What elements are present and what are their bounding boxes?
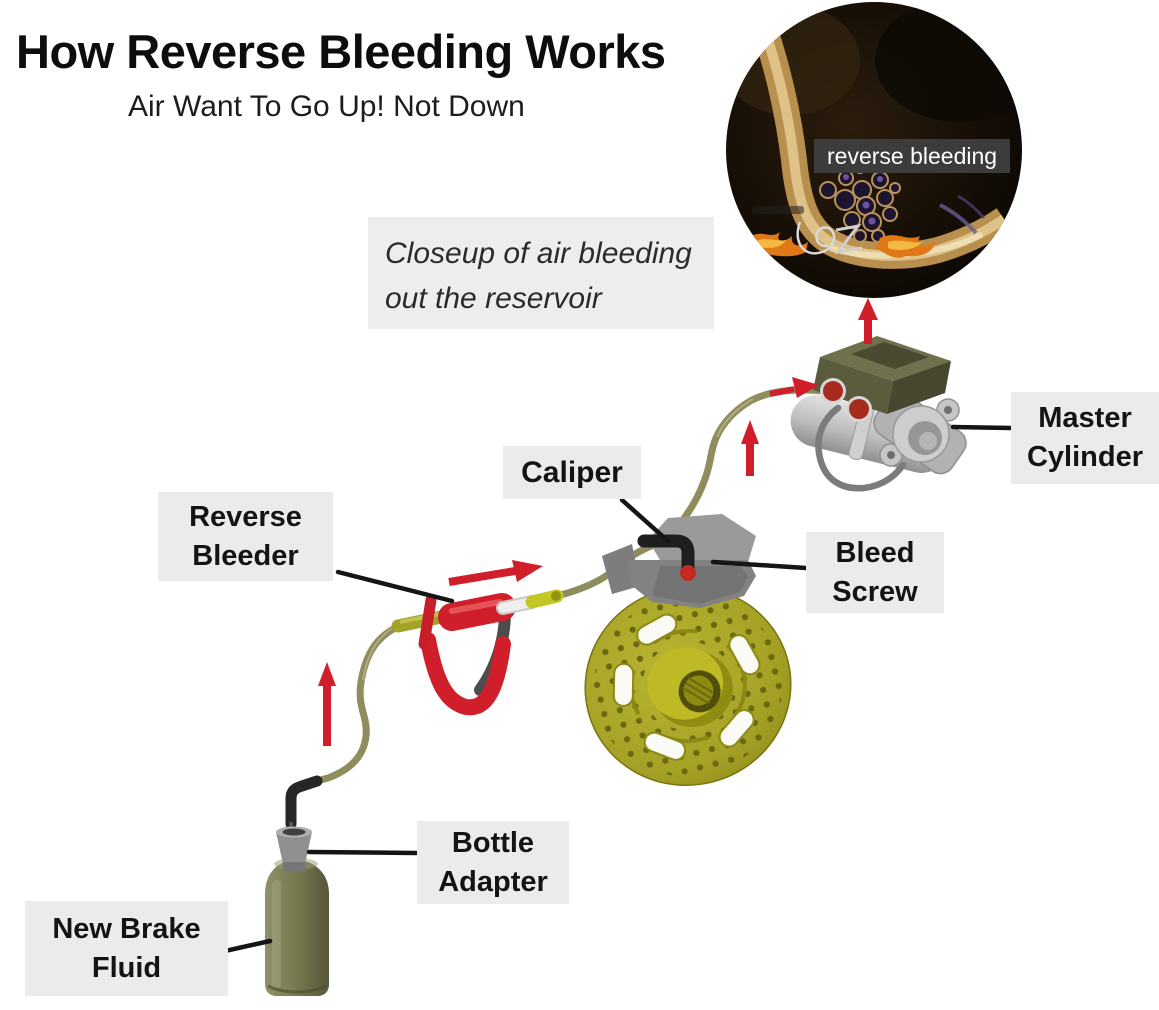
flow-arrows (318, 298, 878, 746)
label-caliper: Caliper (503, 446, 641, 499)
label-master-cylinder: Master Cylinder (1011, 392, 1159, 484)
banjo-fitting (637, 534, 695, 575)
flow-arrow-into-master-cylinder (769, 377, 819, 398)
hose-bleeder-to-bottle (285, 620, 406, 851)
label-bleed-screw: Bleed Screw (806, 532, 944, 613)
bleed-screw-illustration (680, 565, 696, 581)
caliper-illustration (602, 514, 756, 608)
flow-arrow-bleeder-output (448, 560, 543, 586)
brake-disc-illustration (584, 586, 792, 786)
flow-arrow-up-hose (741, 420, 759, 476)
label-bottle-adapter: Bottle Adapter (417, 821, 569, 904)
tool-handle (420, 632, 511, 716)
disc-slot (612, 613, 761, 761)
brake-fluid-bottle-illustration (265, 858, 329, 996)
label-reverse-bleeder: Reverse Bleeder (158, 492, 333, 581)
inset-caption: Closeup of air bleeding out the reservoi… (368, 217, 714, 329)
flow-arrow-up-to-inset (858, 298, 878, 344)
bottle-adapter-illustration (276, 826, 312, 871)
page-title: How Reverse Bleeding Works (16, 25, 666, 78)
brake-line-loop (815, 404, 907, 492)
master-cylinder-illustration (790, 336, 967, 492)
leader-line-bottle-adapter (306, 849, 419, 856)
label-new-brake-fluid: New Brake Fluid (25, 901, 228, 996)
inset-photo-label: reverse bleeding (814, 139, 1011, 173)
page-subtitle: Air Want To Go Up! Not Down (128, 90, 525, 123)
reverse-bleeder-illustration (391, 589, 564, 716)
leader-line-caliper (619, 497, 671, 544)
fluid-reservoir (813, 336, 951, 414)
leader-line-reverse-bleeder (335, 569, 455, 604)
flow-arrow-up-from-bottle (318, 662, 336, 746)
leader-line-master-cylinder (950, 424, 1014, 431)
disc-hub (647, 647, 733, 728)
leader-line-bleed-screw (710, 559, 809, 571)
